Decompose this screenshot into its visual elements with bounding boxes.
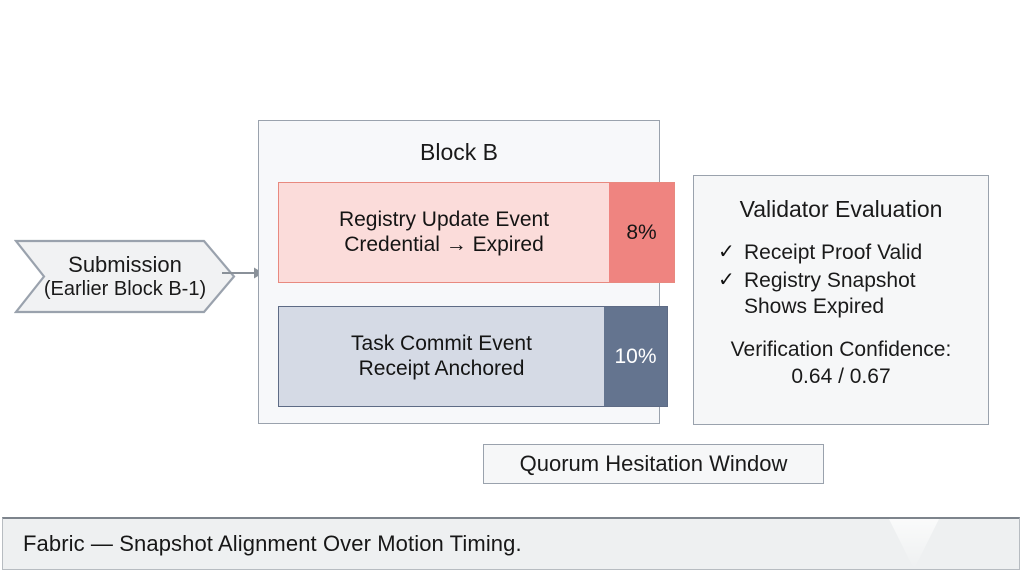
submission-chevron: Submission (Earlier Block B-1) <box>14 239 236 314</box>
block-b-panel: Block B Registry Update Event Credential… <box>258 120 675 424</box>
validator-check-item: ✓ Receipt Proof Valid <box>718 240 988 266</box>
task-commit-label: Task Commit Event Receipt Anchored <box>279 307 604 406</box>
validator-check-item: ✓ Registry Snapshot Shows Expired <box>718 268 988 320</box>
caption-text: Fabric — Snapshot Alignment Over Motion … <box>23 531 522 556</box>
chevron-shape-icon <box>14 239 236 314</box>
validator-check-text-line-2: Shows Expired <box>744 294 885 318</box>
validator-check-list: ✓ Receipt Proof Valid ✓ Registry Snapsho… <box>718 240 988 319</box>
arrow-right-icon <box>222 267 263 279</box>
verification-confidence-label: Verification Confidence: <box>730 338 952 362</box>
validator-check-text: Registry Snapshot Shows Expired <box>744 268 988 320</box>
validator-evaluation-panel: Validator Evaluation ✓ Receipt Proof Val… <box>693 175 989 425</box>
quorum-hesitation-window: Quorum Hesitation Window <box>483 444 824 484</box>
task-commit-line-1: Task Commit Event <box>351 331 532 355</box>
validator-title: Validator Evaluation <box>739 196 943 222</box>
block-b-title: Block B <box>420 139 498 165</box>
registry-update-percent: 8% <box>609 183 674 282</box>
registry-update-line-2: Credential → Expired <box>344 232 544 256</box>
watermark-triangle-icon <box>881 519 947 569</box>
check-icon: ✓ <box>718 268 735 291</box>
validator-check-text: Receipt Proof Valid <box>744 241 923 264</box>
event-bar-registry-update[interactable]: Registry Update Event Credential → Expir… <box>278 182 675 283</box>
check-icon: ✓ <box>718 241 735 263</box>
verification-confidence-value: 0.64 / 0.67 <box>791 364 891 388</box>
registry-update-line-1: Registry Update Event <box>338 207 550 231</box>
task-commit-line-2: Receipt Anchored <box>358 356 525 380</box>
validator-check-text-line-1: Registry Snapshot <box>744 268 916 292</box>
quorum-hesitation-window-label: Quorum Hesitation Window <box>519 451 788 476</box>
registry-update-label: Registry Update Event Credential → Expir… <box>279 183 609 282</box>
caption-bar: Fabric — Snapshot Alignment Over Motion … <box>2 517 1020 570</box>
event-bar-task-commit[interactable]: Task Commit Event Receipt Anchored 10% <box>278 306 668 407</box>
verification-confidence: Verification Confidence: 0.64 / 0.67 <box>694 337 988 390</box>
task-commit-percent: 10% <box>604 307 667 406</box>
